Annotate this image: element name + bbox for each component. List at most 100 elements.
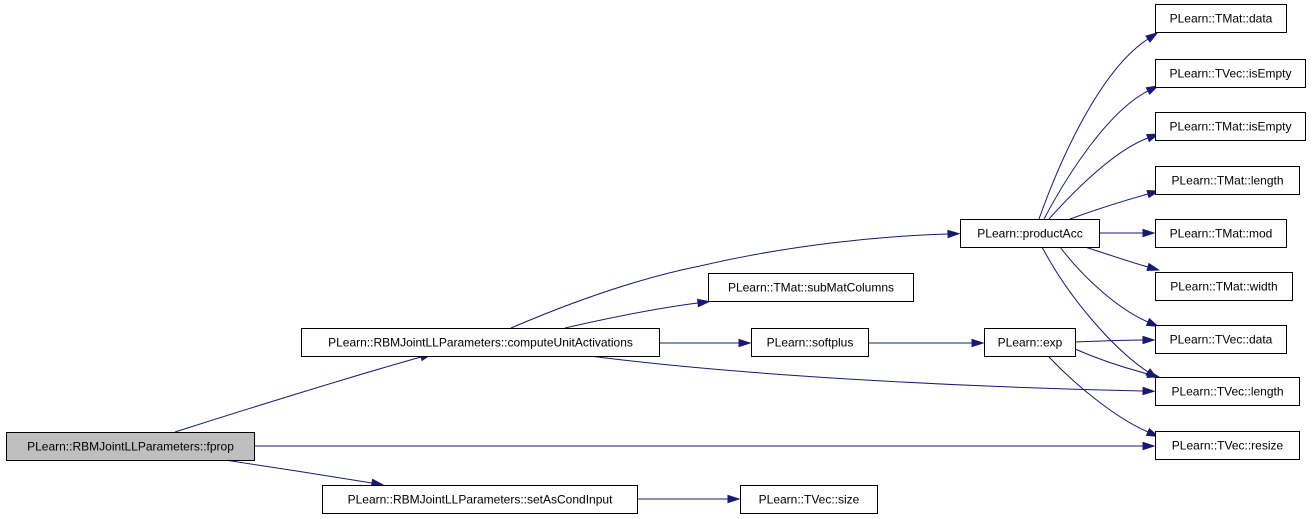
- node-label-computeUnitActivations: PLearn::RBMJointLLParameters::computeUni…: [328, 336, 633, 350]
- edge-exp-to-tvec_resize-line: [1047, 355, 1149, 433]
- edge-computeUnitActivations-to-tvec_length: [589, 355, 1156, 396]
- node-label-tvec_resize: PLearn::TVec::resize: [1172, 439, 1284, 453]
- edge-fprop-to-computeUnitActivations-line: [174, 356, 422, 433]
- edge-computeUnitActivations-to-softplus-arrowhead: [738, 338, 752, 348]
- node-label-tmat_data: PLearn::TMat::data: [1170, 12, 1273, 26]
- edge-setAsCondInput-to-tvec_size-arrowhead: [727, 494, 741, 504]
- node-box-setAsCondInput: [322, 485, 638, 514]
- node-label-softplus: PLearn::softplus: [767, 336, 854, 350]
- node-label-exp: PLearn::exp: [998, 336, 1063, 350]
- node-box-subMatColumns: [708, 273, 914, 302]
- node-label-tvec_size: PLearn::TVec::size: [759, 493, 860, 507]
- edge-exp-to-tvec_length-line: [1074, 348, 1149, 375]
- node-box-exp: [984, 328, 1076, 357]
- edge-exp-to-tvec_data: [1074, 335, 1156, 345]
- edge-computeUnitActivations-to-productAcc: [510, 229, 961, 329]
- edge-exp-to-tvec_data-arrowhead: [1142, 335, 1156, 345]
- edge-productAcc-to-tmat_isEmpty-line: [1048, 137, 1149, 220]
- edge-productAcc-to-tmat_mod: [1099, 228, 1156, 238]
- node-label-tvec_data: PLearn::TVec::data: [1170, 333, 1273, 347]
- edge-fprop-to-tvec_resize-arrowhead: [1142, 441, 1156, 451]
- edge-productAcc-to-tvec_length-line: [1041, 246, 1149, 373]
- node-tmat_mod[interactable]: PLearn::TMat::mod: [1155, 219, 1287, 248]
- node-tvec_data[interactable]: PLearn::TVec::data: [1155, 325, 1287, 354]
- edges-layer: [174, 32, 1161, 504]
- node-box-tmat_mod: [1155, 219, 1287, 248]
- node-tvec_length[interactable]: PLearn::TVec::length: [1155, 377, 1300, 406]
- node-tvec_size[interactable]: PLearn::TVec::size: [740, 485, 878, 514]
- node-tmat_data[interactable]: PLearn::TMat::data: [1155, 4, 1287, 33]
- edge-productAcc-to-tvec_isEmpty: [1043, 85, 1160, 220]
- node-label-tmat_width: PLearn::TMat::width: [1170, 280, 1277, 294]
- node-label-subMatColumns: PLearn::TMat::subMatColumns: [728, 281, 894, 295]
- edge-productAcc-to-tmat_data: [1038, 32, 1159, 220]
- edge-productAcc-to-tvec_data-line: [1059, 246, 1149, 323]
- edge-productAcc-to-tmat_width-arrowhead: [1146, 262, 1161, 271]
- node-tmat_length[interactable]: PLearn::TMat::length: [1155, 166, 1300, 195]
- node-label-tmat_mod: PLearn::TMat::mod: [1170, 227, 1273, 241]
- node-tmat_width[interactable]: PLearn::TMat::width: [1155, 272, 1293, 301]
- edge-productAcc-to-tmat_width-line: [1084, 246, 1149, 268]
- edge-softplus-to-exp: [868, 338, 985, 348]
- edge-productAcc-to-tmat_isEmpty: [1048, 133, 1160, 220]
- edge-computeUnitActivations-to-tvec_length-arrowhead: [1142, 386, 1156, 396]
- edge-computeUnitActivations-to-tvec_length-line: [589, 355, 1144, 392]
- nodes-layer: PLearn::RBMJointLLParameters::fpropPLear…: [6, 4, 1306, 514]
- node-box-softplus: [751, 328, 869, 357]
- edge-computeUnitActivations-to-subMatColumns: [564, 298, 711, 329]
- edge-exp-to-tvec_length: [1074, 348, 1161, 379]
- node-box-tmat_width: [1155, 272, 1293, 301]
- node-box-tmat_isEmpty: [1155, 112, 1306, 141]
- node-box-tmat_data: [1155, 4, 1287, 33]
- edge-productAcc-to-tmat_mod-arrowhead: [1142, 228, 1156, 238]
- edge-setAsCondInput-to-tvec_size: [637, 494, 741, 504]
- node-setAsCondInput[interactable]: PLearn::RBMJointLLParameters::setAsCondI…: [322, 485, 638, 514]
- edge-productAcc-to-tmat_data-line: [1038, 38, 1149, 220]
- node-label-productAcc: PLearn::productAcc: [977, 227, 1082, 241]
- node-tmat_isEmpty[interactable]: PLearn::TMat::isEmpty: [1155, 112, 1306, 141]
- edge-exp-to-tvec_data-line: [1074, 339, 1144, 343]
- edge-fprop-to-computeUnitActivations: [174, 353, 434, 433]
- node-box-tvec_size: [740, 485, 878, 514]
- node-box-tvec_isEmpty: [1155, 59, 1306, 88]
- edge-productAcc-to-tvec_data-arrowhead: [1145, 317, 1160, 328]
- node-box-tmat_length: [1155, 166, 1300, 195]
- node-exp[interactable]: PLearn::exp: [984, 328, 1076, 357]
- node-productAcc[interactable]: PLearn::productAcc: [960, 219, 1100, 248]
- node-box-fprop: [6, 432, 255, 461]
- edge-fprop-to-tvec_resize: [254, 441, 1156, 451]
- node-label-fprop: PLearn::RBMJointLLParameters::fprop: [27, 440, 234, 454]
- edge-productAcc-to-tvec_isEmpty-line: [1043, 90, 1149, 220]
- edge-computeUnitActivations-to-productAcc-arrowhead: [947, 229, 961, 239]
- node-subMatColumns[interactable]: PLearn::TMat::subMatColumns: [708, 273, 914, 302]
- node-computeUnitActivations[interactable]: PLearn::RBMJointLLParameters::computeUni…: [301, 328, 660, 357]
- node-box-tvec_length: [1155, 377, 1300, 406]
- edge-computeUnitActivations-to-subMatColumns-line: [564, 302, 699, 329]
- edge-productAcc-to-tmat_length-line: [1069, 193, 1149, 220]
- node-label-tvec_isEmpty: PLearn::TVec::isEmpty: [1169, 67, 1291, 81]
- node-label-tmat_length: PLearn::TMat::length: [1171, 174, 1283, 188]
- node-box-computeUnitActivations: [301, 328, 660, 357]
- edge-computeUnitActivations-to-productAcc-line: [510, 233, 949, 329]
- edge-exp-to-tvec_length-arrowhead: [1146, 369, 1161, 379]
- node-box-productAcc: [960, 219, 1100, 248]
- node-box-tvec_data: [1155, 325, 1287, 354]
- node-fprop[interactable]: PLearn::RBMJointLLParameters::fprop: [6, 432, 255, 461]
- edge-productAcc-to-tvec_isEmpty-arrowhead: [1145, 85, 1160, 96]
- node-tvec_resize[interactable]: PLearn::TVec::resize: [1155, 431, 1300, 460]
- edge-fprop-to-setAsCondInput-line: [224, 459, 373, 484]
- node-tvec_isEmpty[interactable]: PLearn::TVec::isEmpty: [1155, 59, 1306, 88]
- edge-productAcc-to-tmat_length: [1069, 190, 1161, 220]
- edge-softplus-to-exp-arrowhead: [971, 338, 985, 348]
- node-label-tvec_length: PLearn::TVec::length: [1171, 385, 1283, 399]
- edge-productAcc-to-tmat_data-arrowhead: [1145, 32, 1159, 43]
- edge-productAcc-to-tmat_width: [1084, 246, 1161, 271]
- node-label-tmat_isEmpty: PLearn::TMat::isEmpty: [1169, 120, 1291, 134]
- edge-productAcc-to-tvec_data: [1059, 246, 1160, 328]
- node-softplus[interactable]: PLearn::softplus: [751, 328, 869, 357]
- node-box-tvec_resize: [1155, 431, 1300, 460]
- node-label-setAsCondInput: PLearn::RBMJointLLParameters::setAsCondI…: [348, 493, 613, 507]
- edge-computeUnitActivations-to-subMatColumns-arrowhead: [696, 298, 711, 308]
- edge-computeUnitActivations-to-softplus: [659, 338, 752, 348]
